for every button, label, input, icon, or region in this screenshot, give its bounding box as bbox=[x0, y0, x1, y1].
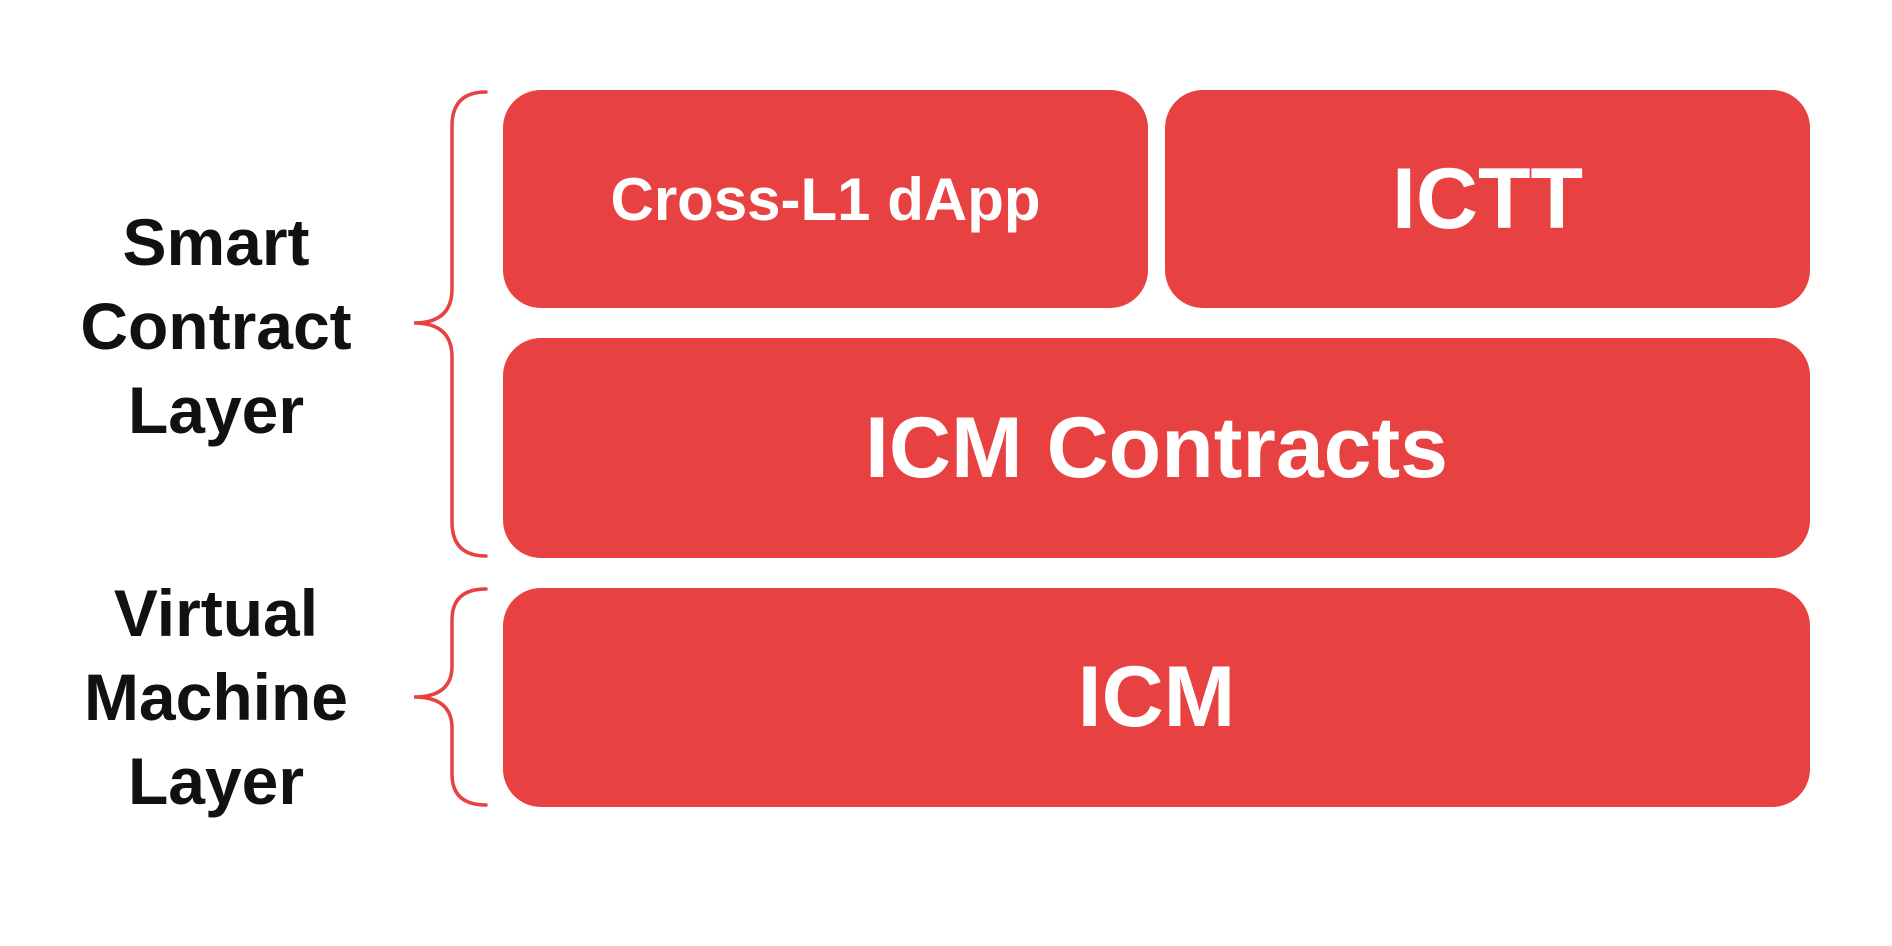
cross-l1-dapp-box-label: Cross-L1 dApp bbox=[610, 165, 1041, 233]
virtual-machine-layer-label: Virtual Machine Layer bbox=[0, 571, 432, 823]
ictt-box: ICTT bbox=[1165, 90, 1810, 308]
cross-l1-dapp-box: Cross-L1 dApp bbox=[503, 90, 1148, 308]
virtual-machine-layer-label-line3: Layer bbox=[127, 744, 305, 818]
icm-contracts-box-label: ICM Contracts bbox=[865, 399, 1448, 496]
virtual-machine-layer-label-line2: Machine bbox=[83, 660, 349, 734]
icm-box-label: ICM bbox=[1077, 649, 1236, 745]
virtual-machine-layer-label-line1: Virtual bbox=[113, 576, 319, 650]
icm-box: ICM bbox=[503, 588, 1810, 807]
icm-contracts-box: ICM Contracts bbox=[503, 338, 1810, 558]
smart-contract-layer-label-line2: Contract bbox=[80, 289, 352, 363]
smart-contract-layer-label-line3: Layer bbox=[127, 373, 305, 447]
ictt-box-label: ICTT bbox=[1391, 150, 1584, 247]
smart-contract-layer-label-line1: Smart bbox=[122, 205, 310, 279]
smart-contract-layer-label: Smart Contract Layer bbox=[0, 200, 432, 452]
